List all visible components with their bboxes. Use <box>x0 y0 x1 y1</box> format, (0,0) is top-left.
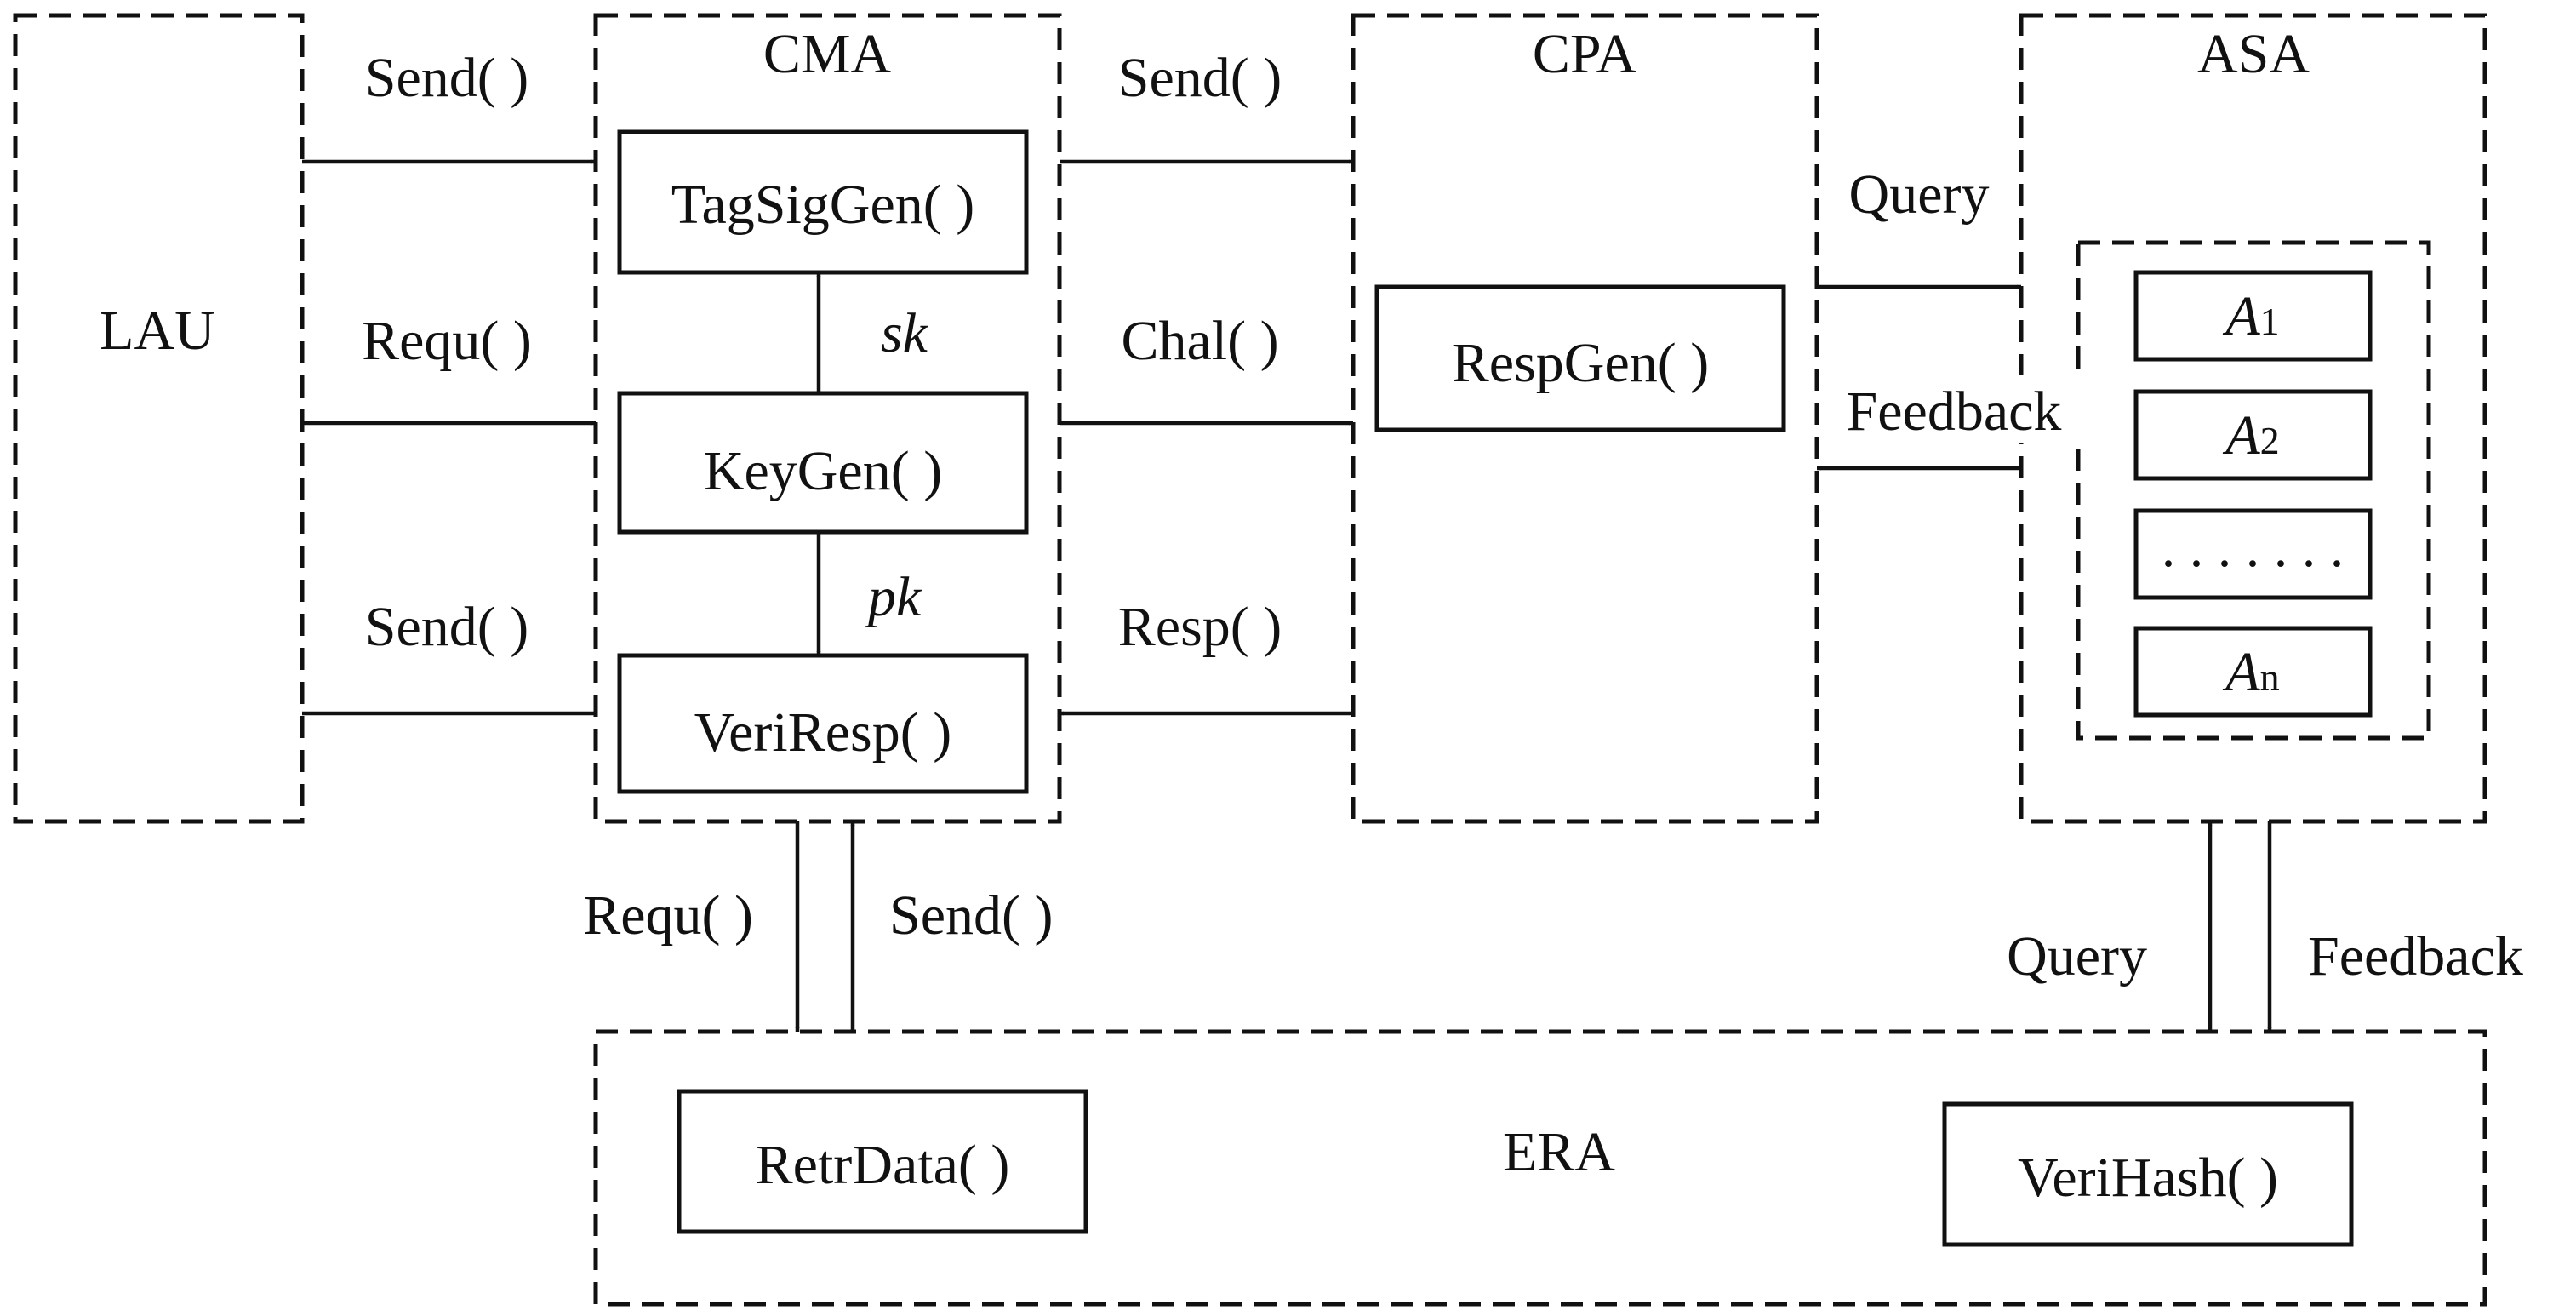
asa-label: ASA <box>2197 23 2310 85</box>
lau-box <box>13 13 305 824</box>
auditor-a1-label: A1 <box>2222 285 2279 347</box>
keygen-label: KeyGen( ) <box>704 440 942 502</box>
asa-box <box>2019 13 2487 824</box>
label-pk: pk <box>865 566 922 628</box>
retrdata-box <box>677 1089 1088 1234</box>
auditor-an-label: An <box>2222 641 2279 703</box>
tagsiggen-box <box>617 129 1029 275</box>
cpa-label: CPA <box>1533 23 1637 85</box>
label-era-cma-send: Send( ) <box>889 884 1053 947</box>
label-cpa-asa-query: Query <box>1849 163 1990 226</box>
label-lau-cma-send: Send( ) <box>365 47 528 109</box>
label-cma-cpa-send: Send( ) <box>1118 47 1282 109</box>
label-cpa-cma-resp: Resp( ) <box>1118 596 1282 658</box>
cpa-box <box>1351 13 1819 824</box>
auditor-group-box <box>2076 240 2431 741</box>
auditor-a1-box <box>2133 270 2373 362</box>
cma-label: CMA <box>763 23 892 85</box>
verihash-box <box>1942 1101 2354 1247</box>
auditor-an-box <box>2133 626 2373 718</box>
label-lau-cma-requ: Requ( ) <box>362 310 532 372</box>
label-cma-lau-send: Send( ) <box>365 596 528 658</box>
auditor-ellipsis-label: . . . . . . . <box>2162 517 2345 579</box>
lau-label: LAU <box>100 300 215 362</box>
label-asa-era-feedback: Feedback <box>2308 925 2523 987</box>
veriresp-label: VeriResp( ) <box>694 701 951 764</box>
auditor-a2-box <box>2133 389 2373 481</box>
era-box <box>593 1029 2487 1307</box>
respgen-box <box>1374 284 1786 432</box>
label-cma-era-requ: Requ( ) <box>583 884 753 947</box>
keygen-box <box>617 391 1029 535</box>
veriresp-box <box>617 653 1029 794</box>
tagsiggen-label: TagSigGen( ) <box>671 174 974 236</box>
verihash-label: VeriHash( ) <box>2018 1147 2278 1209</box>
label-era-asa-query: Query <box>2007 925 2147 987</box>
label-asa-cpa-feedback: Feedback <box>1847 380 2062 443</box>
retrdata-label: RetrData( ) <box>756 1134 1010 1196</box>
auditor-ellipsis-box <box>2133 508 2373 600</box>
era-label: ERA <box>1503 1121 1615 1183</box>
auditor-a2-label: A2 <box>2222 404 2279 466</box>
cma-box <box>593 13 1062 824</box>
feedback-label-bg <box>1821 375 2087 443</box>
respgen-label: RespGen( ) <box>1452 332 1709 394</box>
label-cma-cpa-chal: Chal( ) <box>1121 310 1278 372</box>
label-sk: sk <box>881 302 929 364</box>
